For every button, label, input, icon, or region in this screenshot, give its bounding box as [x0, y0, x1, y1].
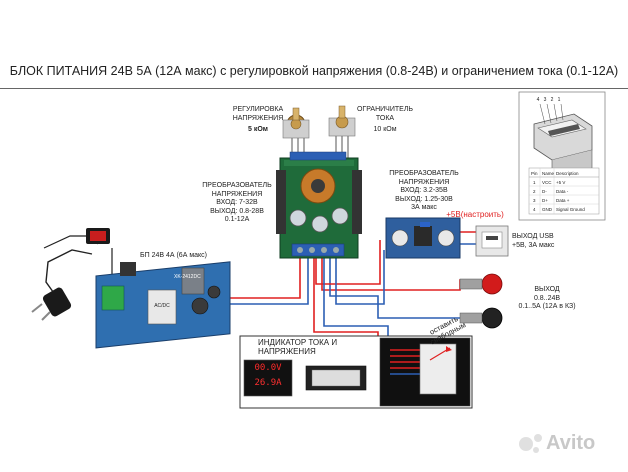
pinout-cell: VCC	[542, 180, 552, 185]
pinout-cell: 2	[533, 189, 536, 194]
voltage-potentiometer	[282, 107, 310, 139]
output-terminal-red	[459, 273, 503, 295]
usbconv-line3: ВХОД: 3.2-35В	[400, 187, 448, 194]
pinout-cell: 4	[533, 207, 536, 212]
current-pot-value: 10 кОм	[373, 126, 397, 133]
usb-output-line1: ВЫХОД USB	[512, 233, 554, 240]
pinout-cell: +5 V	[556, 180, 566, 185]
title-divider	[0, 88, 628, 89]
voltage-pot-value: 5 кОм	[248, 126, 268, 133]
pinout-cell: 3	[533, 198, 536, 203]
buck-converter-label: ПРЕОБРАЗОВАТЕЛЬ НАПРЯЖЕНИЯ ВХОД: 7-32В В…	[196, 182, 278, 225]
psu-board	[95, 261, 231, 349]
usb-pin-number: 3	[543, 97, 547, 103]
usbconv-line4: ВЫХОД: 1.25-30В	[395, 195, 453, 203]
output-line3: 0.1..5А (12А в КЗ)	[518, 303, 576, 310]
current-pot-line1: ОГРАНИЧИТЕЛЬ	[356, 106, 414, 113]
pinout-header-pin: Pin	[531, 171, 538, 176]
pinout-cell: Signal Ground	[556, 207, 585, 212]
output-line1: ВЫХОД	[534, 286, 560, 293]
pinout-cell: Data +	[556, 198, 570, 203]
usb-socket	[475, 225, 509, 257]
usb-pinout-box	[518, 91, 606, 221]
pinout-header-description: Description	[556, 171, 579, 176]
pinout-cell: GND	[542, 207, 552, 212]
indicator-label: ИНДИКАТОР ТОКА И НАПРЯЖЕНИЯ	[258, 338, 338, 356]
voltage-pot-label: РЕГУЛИРОВКА НАПРЯЖЕНИЯ 5 кОм	[230, 106, 286, 135]
psu-chip-text: AC/DC	[154, 303, 170, 309]
current-potentiometer	[328, 105, 356, 137]
plus5v-label: +5В(настроить)	[446, 210, 504, 219]
pinout-cell: D+	[542, 198, 548, 203]
buck-line1: ПРЕОБРАЗОВАТЕЛЬ	[202, 182, 272, 189]
usbconv-line2: НАПРЯЖЕНИЯ	[398, 178, 450, 186]
pinout-header-name: Name	[542, 171, 555, 176]
pinout-cell: 1	[533, 180, 536, 185]
wires	[43, 136, 478, 344]
usb-output-label: ВЫХОД USB +5В, 3А макс	[512, 233, 582, 250]
current-pot-label: ОГРАНИЧИТЕЛЬ ТОКА 10 кОм	[356, 106, 414, 135]
buck-line5: 0.1-12А	[224, 216, 250, 223]
psu-board-text: XK-2412DC	[174, 274, 201, 280]
usbconv-line5: 3А макс	[411, 204, 437, 211]
display-voltage: 00.0V	[254, 363, 282, 373]
usb-pinout-table	[528, 167, 600, 215]
buck-converter-board	[276, 151, 362, 259]
current-pot-line2: ТОКА	[375, 114, 395, 122]
buck-line3: ВХОД: 7-32В	[216, 199, 258, 206]
avito-watermark: Avito	[546, 432, 596, 454]
output-line2: 0.8..24В	[533, 294, 561, 302]
output-label: ВЫХОД 0.8..24В 0.1..5А (12А в КЗ)	[506, 286, 588, 312]
buck-line2: НАПРЯЖЕНИЯ	[211, 190, 263, 198]
avito-watermark-logo	[519, 434, 542, 453]
usb-pin-number: 2	[550, 97, 554, 103]
usbconv-line1: ПРЕОБРАЗОВАТЕЛЬ	[389, 170, 459, 177]
buck-line4: ВЫХОД: 0.8-28В	[210, 207, 264, 215]
output-terminal-black	[459, 307, 503, 329]
usb-converter-label: ПРЕОБРАЗОВАТЕЛЬ НАПРЯЖЕНИЯ ВХОД: 3.2-35В…	[384, 170, 464, 213]
usb-buck-converter	[385, 217, 461, 259]
pinout-cell: D-	[542, 189, 547, 194]
mains-plug	[31, 287, 72, 321]
voltage-pot-line1: РЕГУЛИРОВКА	[232, 106, 284, 113]
usb-pin-number: 4	[536, 97, 540, 103]
indicator-box	[239, 335, 473, 409]
psu-label: БП 24В 4А (6А макс)	[140, 252, 207, 259]
usb-output-line2: +5В, 3А макс	[512, 241, 555, 249]
power-switch	[86, 228, 110, 244]
display-current: 26.9A	[254, 378, 282, 388]
usb-pin-number: 1	[557, 97, 561, 103]
voltage-pot-line2: НАПРЯЖЕНИЯ	[232, 114, 284, 122]
diagram-title: БЛОК ПИТАНИЯ 24В 5А (12А макс) с регулир…	[9, 64, 619, 78]
pinout-cell: Data -	[556, 189, 569, 194]
